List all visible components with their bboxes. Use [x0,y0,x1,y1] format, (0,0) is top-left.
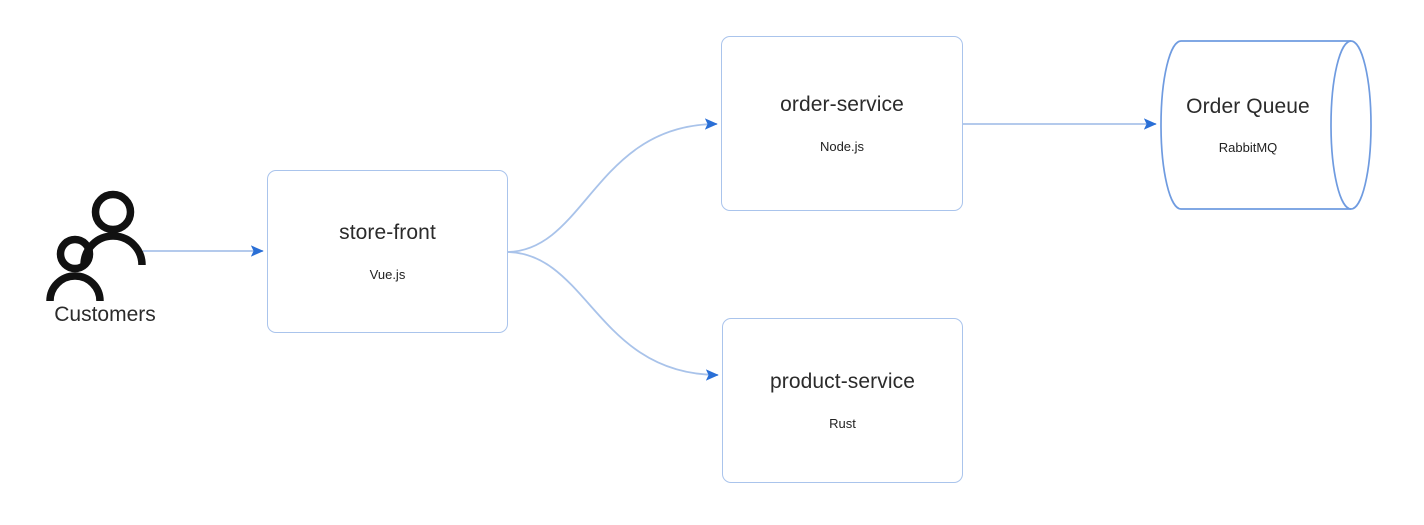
node-order-queue-title: Order Queue [1186,95,1310,118]
node-store-front[interactable]: store-front Vue.js [267,170,508,333]
node-product-service[interactable]: product-service Rust [722,318,963,483]
node-order-queue-subtitle: RabbitMQ [1218,140,1278,155]
two-people-icon [46,190,146,301]
edge-store-front-to-order-service [507,118,718,253]
node-store-front-title: store-front [339,221,436,244]
node-order-queue-labels: Order Queue RabbitMQ [1160,36,1336,214]
actor-customers[interactable]: Customers [30,186,180,336]
node-order-service-title: order-service [780,93,904,116]
node-order-queue[interactable]: Order Queue RabbitMQ [1160,36,1372,214]
node-order-service[interactable]: order-service Node.js [721,36,963,211]
node-store-front-subtitle: Vue.js [369,267,406,282]
node-order-service-subtitle: Node.js [819,139,865,154]
edge-store-front-to-product-service [507,251,719,381]
actor-customers-label: Customers [54,303,156,326]
node-product-service-subtitle: Rust [829,416,856,431]
node-product-service-title: product-service [769,370,916,393]
cylinder-shape-icon [1160,40,1372,210]
